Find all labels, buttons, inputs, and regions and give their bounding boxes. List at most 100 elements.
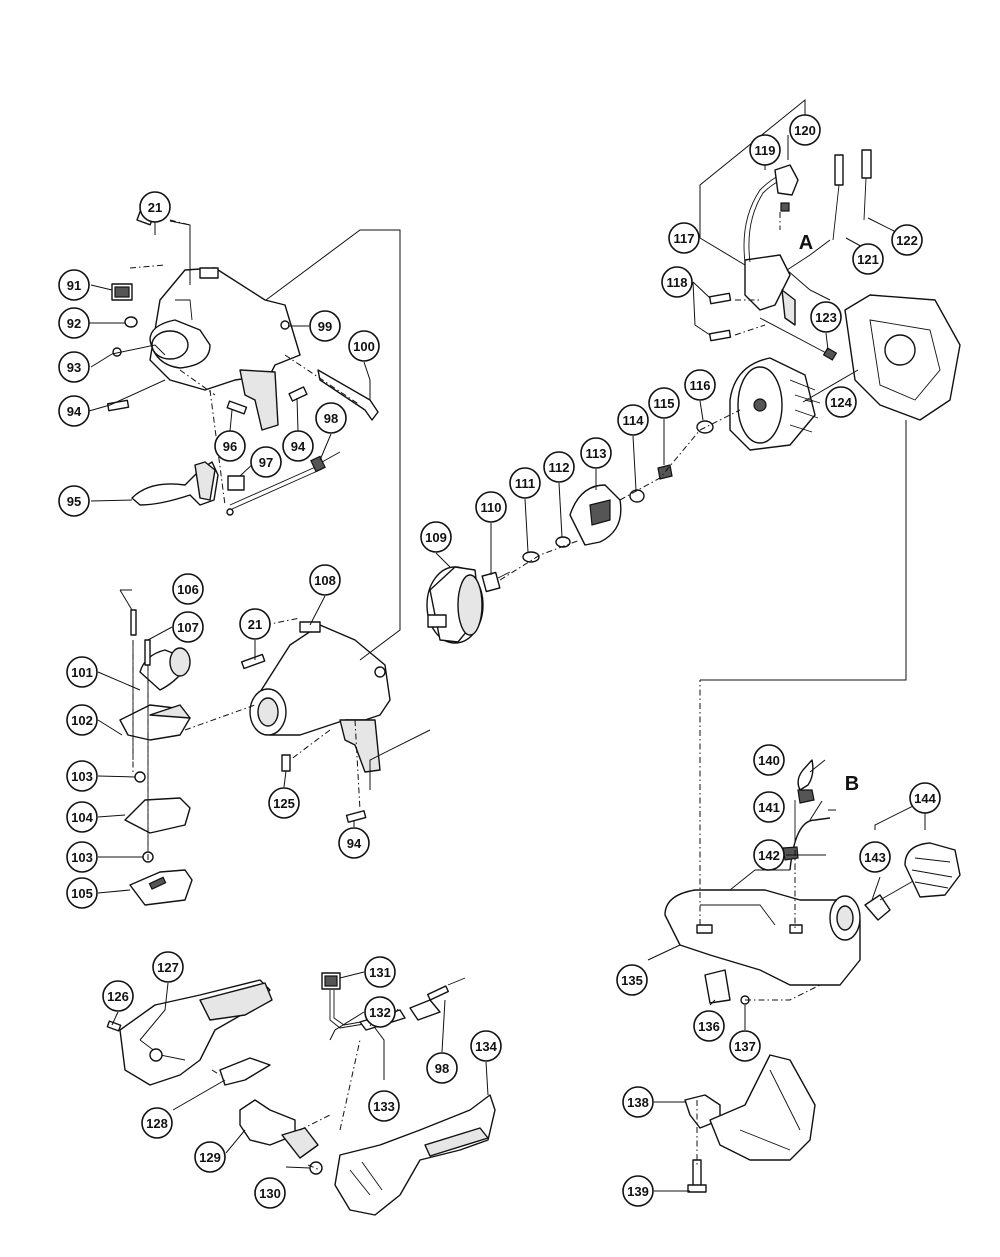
svg-text:120: 120 <box>794 123 816 138</box>
svg-text:103: 103 <box>71 769 93 784</box>
svg-text:95: 95 <box>67 494 81 509</box>
callout-21-top: 21 <box>139 191 171 223</box>
reference-letter-b: B <box>845 773 859 795</box>
callout-116: 116 <box>684 369 716 401</box>
callout-126: 126 <box>102 980 134 1012</box>
svg-text:102: 102 <box>71 713 93 728</box>
svg-text:141: 141 <box>758 800 780 815</box>
svg-text:133: 133 <box>373 1099 395 1114</box>
callout-134: 134 <box>470 1030 502 1062</box>
rear-housing-illustration <box>106 200 379 431</box>
svg-text:21: 21 <box>148 200 162 215</box>
svg-text:101: 101 <box>71 665 93 680</box>
callout-124: 124 <box>825 386 857 418</box>
throttle-linkage-illustration <box>131 451 341 516</box>
callout-109: 109 <box>420 521 452 553</box>
svg-text:114: 114 <box>623 413 645 428</box>
svg-text:119: 119 <box>755 143 776 158</box>
callout-115: 115 <box>648 387 680 419</box>
svg-text:118: 118 <box>667 275 688 290</box>
svg-text:111: 111 <box>515 476 535 491</box>
part-callouts: 21 91 92 93 94 96 94 97 95 98 99 100 106… <box>58 114 941 1209</box>
svg-text:129: 129 <box>199 1150 221 1165</box>
callout-103-upper: 103 <box>66 760 98 792</box>
callout-131: 131 <box>364 956 396 988</box>
svg-text:115: 115 <box>654 396 675 411</box>
callout-102: 102 <box>66 704 98 736</box>
svg-text:97: 97 <box>259 455 273 470</box>
svg-text:94: 94 <box>291 439 306 454</box>
svg-text:127: 127 <box>157 960 179 975</box>
callout-98-upper: 98 <box>315 402 347 434</box>
svg-text:106: 106 <box>177 582 199 597</box>
fuel-tank-illustration <box>664 759 961 1193</box>
svg-text:104: 104 <box>71 810 93 825</box>
svg-text:116: 116 <box>690 378 711 393</box>
svg-text:117: 117 <box>674 231 695 246</box>
svg-text:126: 126 <box>107 989 129 1004</box>
callout-96: 96 <box>214 430 246 462</box>
callout-120: 120 <box>789 114 821 146</box>
callout-128: 128 <box>141 1107 173 1139</box>
clutch-assembly-illustration <box>426 420 714 644</box>
callout-21-mid: 21 <box>239 608 271 640</box>
callout-94-lower: 94 <box>338 827 370 859</box>
callout-119: 119 <box>749 134 781 166</box>
flywheel-crankcase-illustration <box>729 294 961 451</box>
callout-101: 101 <box>66 656 98 688</box>
callout-113: 113 <box>580 437 612 469</box>
svg-text:105: 105 <box>71 886 93 901</box>
callout-136: 136 <box>693 1010 725 1042</box>
svg-text:123: 123 <box>815 310 837 325</box>
callout-142: 142 <box>753 839 785 871</box>
reference-letter-a: A <box>799 232 813 254</box>
callout-98-lower: 98 <box>426 1052 458 1084</box>
svg-text:122: 122 <box>896 233 918 248</box>
svg-text:110: 110 <box>481 500 502 515</box>
callout-117: 117 <box>668 222 700 254</box>
callout-143: 143 <box>859 841 891 873</box>
svg-text:94: 94 <box>67 404 82 419</box>
svg-text:138: 138 <box>627 1095 649 1110</box>
callout-140: 140 <box>753 744 785 776</box>
svg-text:112: 112 <box>549 460 570 475</box>
svg-text:131: 131 <box>369 965 391 980</box>
callout-94-mid: 94 <box>282 430 314 462</box>
front-housing-illustration <box>240 621 391 823</box>
svg-text:136: 136 <box>698 1019 720 1034</box>
svg-text:113: 113 <box>586 446 607 461</box>
svg-text:135: 135 <box>621 973 643 988</box>
leader-lines <box>88 98 926 1192</box>
svg-text:139: 139 <box>627 1184 649 1199</box>
callout-111: 111 <box>509 467 541 499</box>
callout-106: 106 <box>172 573 204 605</box>
svg-text:130: 130 <box>259 1186 281 1201</box>
callout-139: 139 <box>622 1175 654 1207</box>
callout-110: 110 <box>475 491 507 523</box>
rear-handle-illustration <box>106 972 496 1216</box>
callout-92: 92 <box>58 307 90 339</box>
callout-94-left: 94 <box>58 395 90 427</box>
svg-text:144: 144 <box>914 791 936 806</box>
callout-99: 99 <box>309 310 341 342</box>
callout-95: 95 <box>58 485 90 517</box>
svg-text:94: 94 <box>347 836 362 851</box>
svg-text:124: 124 <box>830 395 852 410</box>
svg-text:132: 132 <box>369 1005 391 1020</box>
callout-107: 107 <box>172 611 204 643</box>
svg-text:121: 121 <box>857 252 879 267</box>
callout-123: 123 <box>810 301 842 333</box>
svg-text:142: 142 <box>758 848 780 863</box>
callout-141: 141 <box>753 791 785 823</box>
callout-114: 114 <box>617 404 649 436</box>
callout-93: 93 <box>58 351 90 383</box>
svg-text:21: 21 <box>248 617 262 632</box>
svg-text:93: 93 <box>67 360 81 375</box>
svg-text:99: 99 <box>318 319 332 334</box>
callout-100: 100 <box>348 330 380 362</box>
callout-130: 130 <box>254 1177 286 1209</box>
svg-text:96: 96 <box>223 439 237 454</box>
callout-105: 105 <box>66 877 98 909</box>
callout-137: 137 <box>729 1030 761 1062</box>
svg-text:103: 103 <box>71 850 93 865</box>
